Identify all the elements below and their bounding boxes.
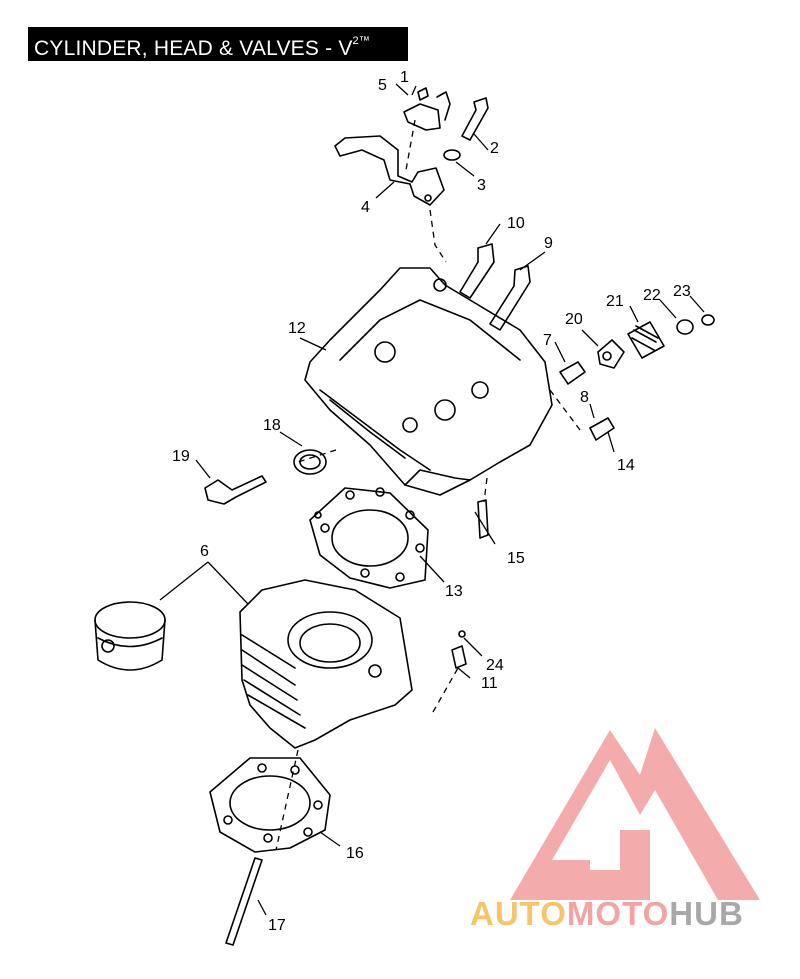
fasteners bbox=[417, 87, 489, 161]
callout-1: 1 bbox=[400, 69, 409, 86]
callout-7: 7 bbox=[543, 332, 552, 349]
watermark-logo-icon bbox=[510, 728, 760, 900]
callout-3: 3 bbox=[477, 177, 486, 194]
callout-8: 8 bbox=[580, 389, 589, 406]
callout-19: 19 bbox=[172, 448, 190, 465]
callout-4: 4 bbox=[361, 199, 370, 216]
callout-13: 13 bbox=[445, 583, 463, 600]
cylinder-head-part bbox=[304, 267, 553, 496]
callout-2: 2 bbox=[490, 140, 499, 157]
callout-14: 14 bbox=[617, 457, 635, 474]
callout-9: 9 bbox=[544, 235, 553, 252]
callout-21: 21 bbox=[606, 293, 624, 310]
callout-18: 18 bbox=[263, 417, 281, 434]
callout-15: 15 bbox=[507, 550, 525, 567]
base-gasket-part bbox=[209, 757, 331, 853]
piston-part bbox=[94, 601, 166, 671]
callout-20: 20 bbox=[565, 311, 583, 328]
callout-11: 11 bbox=[481, 675, 498, 692]
watermark-text: AUTOMOTOHUB bbox=[470, 895, 744, 932]
bracket-part bbox=[334, 91, 451, 206]
head-gasket-part bbox=[309, 487, 429, 589]
callout-23: 23 bbox=[673, 283, 691, 300]
callout-22: 22 bbox=[643, 287, 661, 304]
callout-6: 6 bbox=[200, 543, 209, 560]
diagram-title: CYLINDER, HEAD & VALVES - V2™ bbox=[28, 27, 408, 61]
callout-5: 5 bbox=[378, 77, 387, 94]
callout-16: 16 bbox=[346, 845, 364, 862]
callout-10: 10 bbox=[507, 215, 525, 232]
cylinder-part bbox=[239, 579, 413, 749]
callout-17: 17 bbox=[268, 917, 286, 934]
callout-24: 24 bbox=[486, 657, 504, 674]
callout-12: 12 bbox=[288, 320, 306, 337]
